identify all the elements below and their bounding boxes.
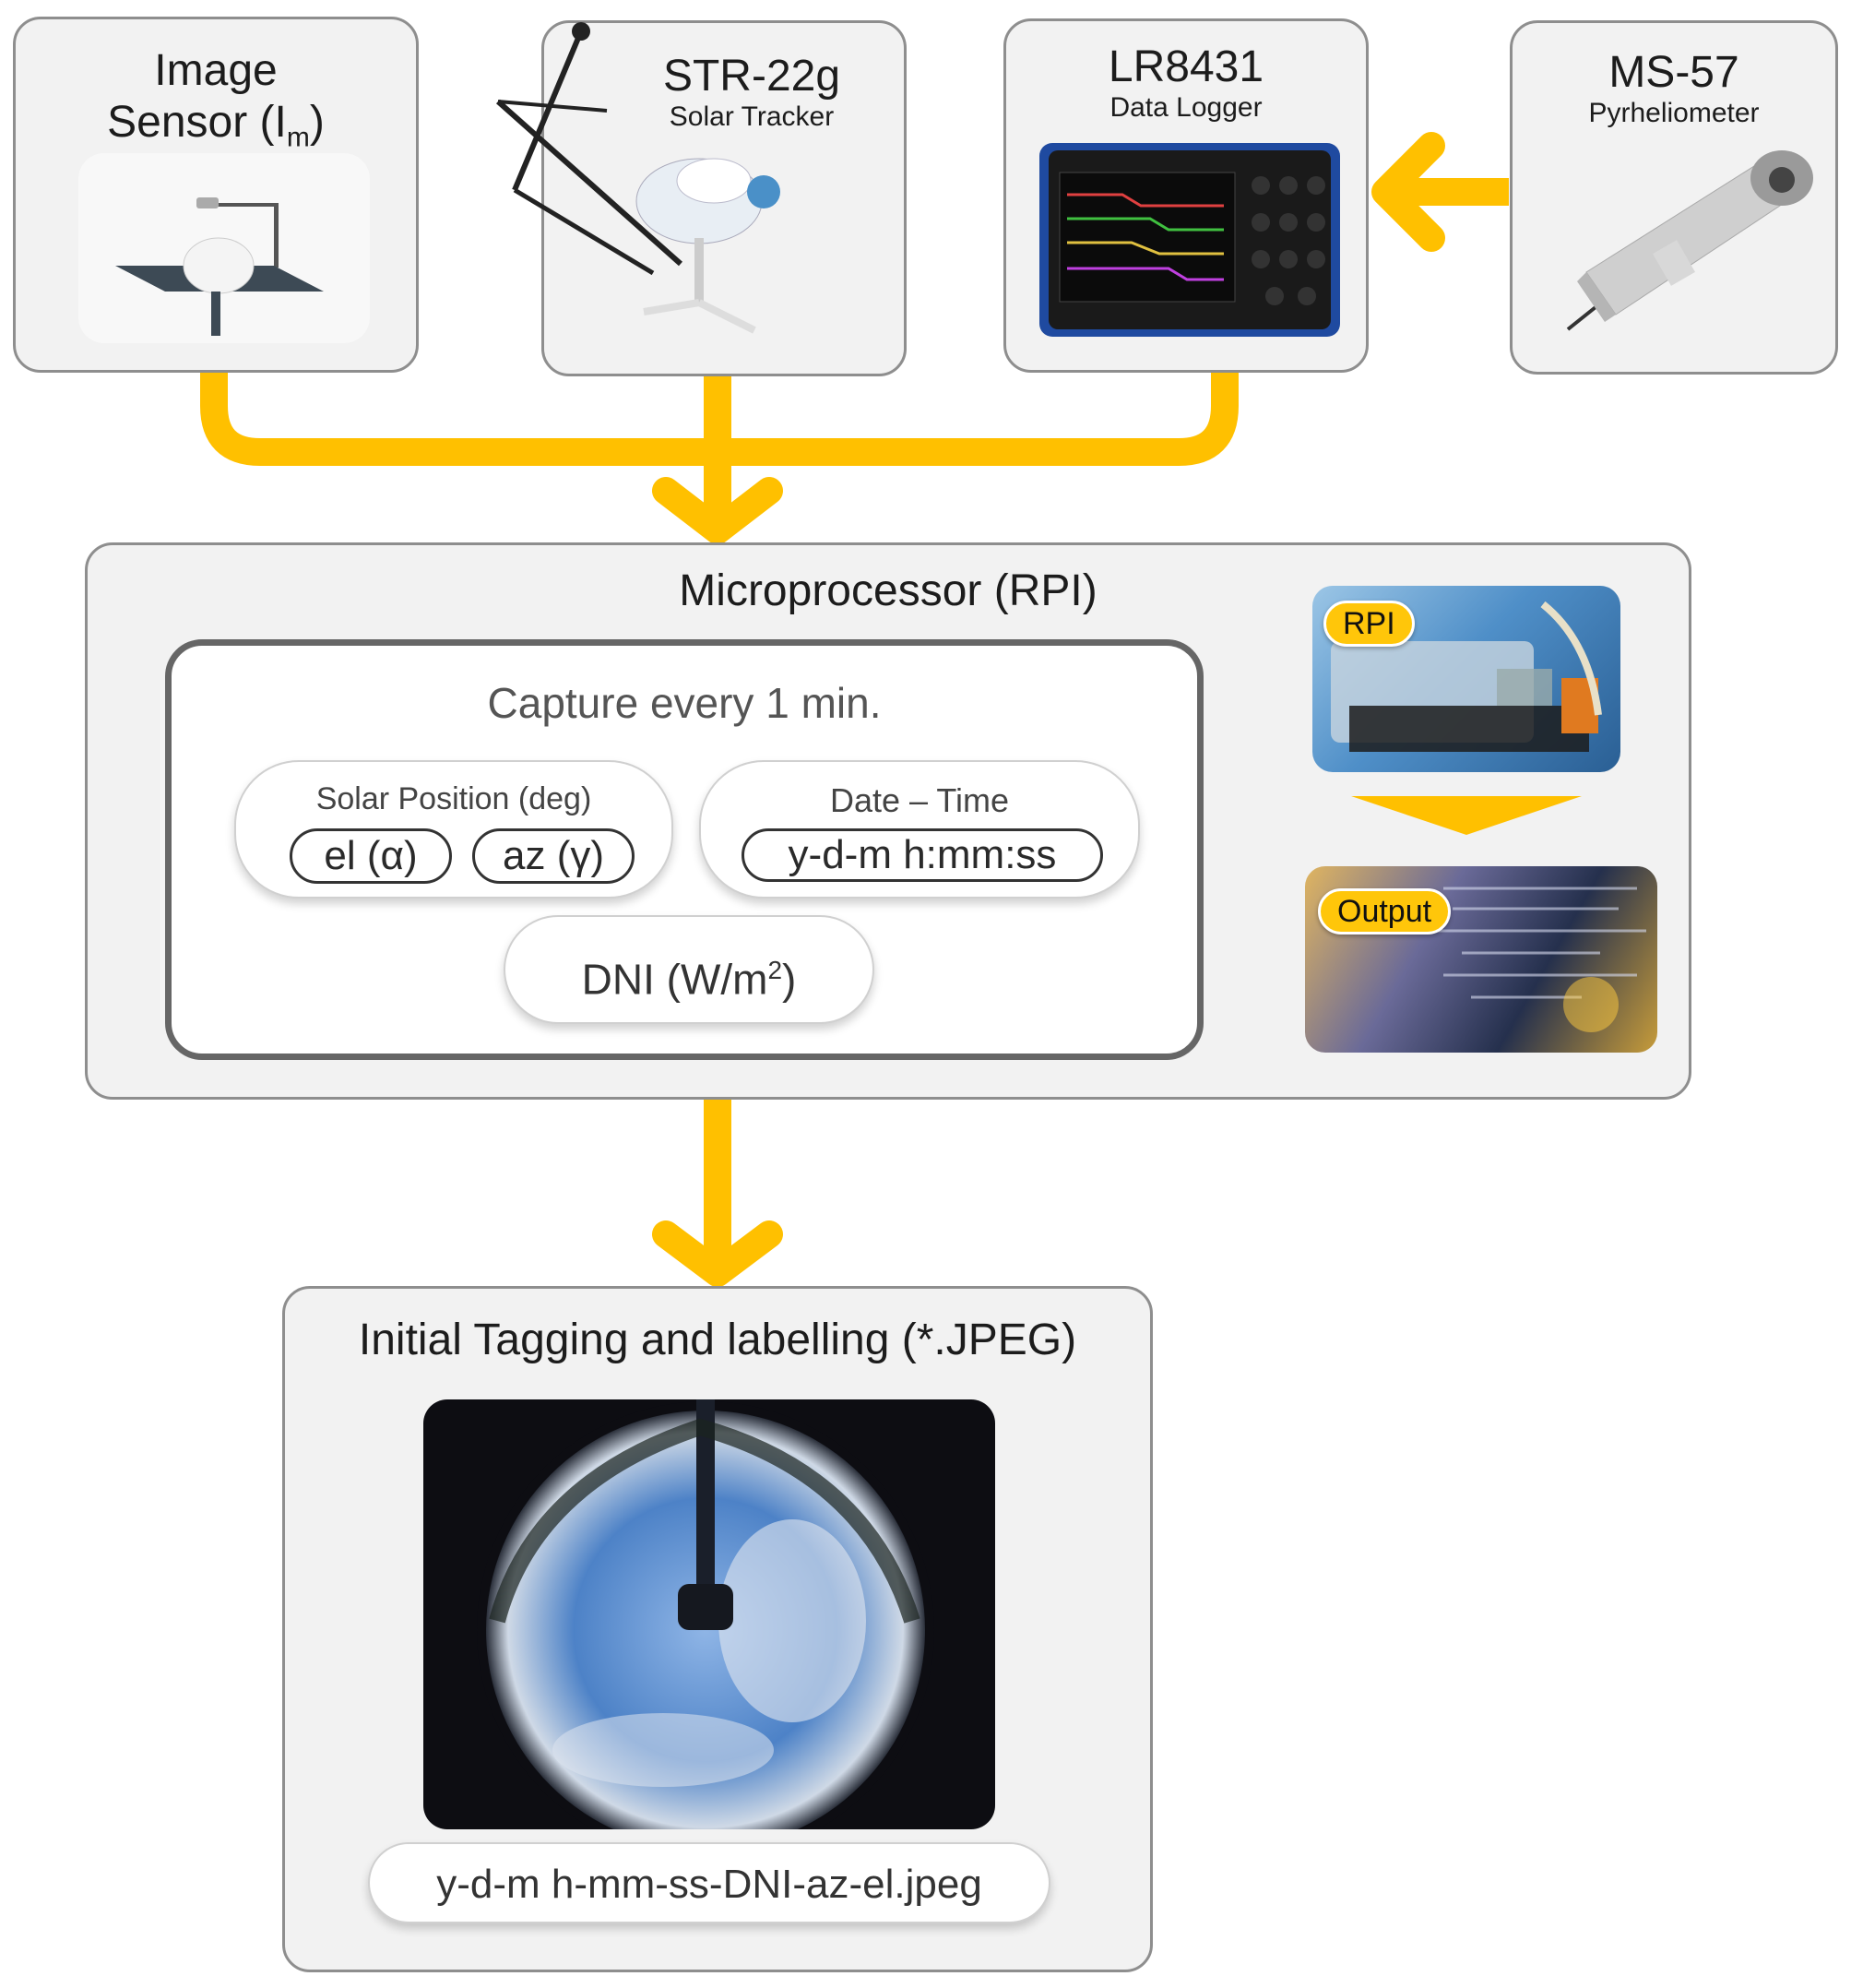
- terminal-output-icon: [1434, 887, 1646, 1032]
- solar-position-pill: Solar Position (deg) el (α) az (γ): [234, 760, 673, 899]
- dni-label-text: DNI (W/m: [581, 955, 768, 1004]
- image-sensor-title-tail: ): [309, 98, 325, 147]
- data-logger-box: LR8431 Data Logger: [1003, 18, 1369, 373]
- solar-tracker-box: STR-22g Solar Tracker: [541, 20, 907, 376]
- date-time-field: y-d-m h:mm:ss: [742, 828, 1103, 882]
- output-badge: Output: [1318, 888, 1452, 934]
- rpi-photo: RPI: [1312, 586, 1620, 772]
- image-sensor-title-line1: Image: [154, 46, 278, 95]
- solar-tracker-icon: [496, 22, 780, 334]
- date-time-pill: Date – Time y-d-m h:mm:ss: [699, 760, 1140, 899]
- elevation-field: el (α): [290, 828, 452, 884]
- data-logger-title: LR8431: [1108, 42, 1264, 91]
- pyrheliometer-subtitle: Pyrheliometer: [1588, 98, 1760, 128]
- sky-camera-image: [78, 153, 370, 343]
- dni-pill: DNI (W/m2): [504, 915, 874, 1024]
- arrowhead-to-logger: [1371, 132, 1445, 252]
- image-sensor-title-line2: Sensor (I: [107, 98, 287, 147]
- output-photo: Output: [1305, 866, 1657, 1053]
- filename-text: y-d-m h-mm-ss-DNI-az-el.jpeg: [436, 1862, 982, 1907]
- rpi-board-icon: [1331, 601, 1602, 752]
- rpi-to-output-arrow: [1351, 796, 1582, 835]
- dni-label: DNI (W/m2): [505, 945, 872, 1005]
- image-sensor-title: Image Sensor (Im): [16, 45, 416, 164]
- fisheye-sky-image: [423, 1399, 995, 1829]
- fisheye-sky-icon: [477, 1399, 934, 1829]
- azimuth-field: az (γ): [472, 828, 635, 884]
- arrowhead-to-microprocessor: [652, 477, 783, 544]
- pyrheliometer-box: MS-57 Pyrheliometer: [1510, 20, 1838, 375]
- microprocessor-box: Microprocessor (RPI) Capture every 1 min…: [85, 542, 1691, 1100]
- tagging-box: Initial Tagging and labelling (*.JPEG) y…: [282, 1286, 1153, 1972]
- arrowhead-to-tagging: [652, 1220, 783, 1287]
- pyrheliometer-icon: [1566, 150, 1813, 331]
- pyrheliometer-title: MS-57: [1608, 48, 1739, 97]
- solar-tracker-title: STR-22g: [662, 52, 841, 101]
- tagging-title: Initial Tagging and labelling (*.JPEG): [358, 1315, 1077, 1364]
- capture-heading: Capture every 1 min.: [487, 679, 882, 727]
- image-sensor-box: Image Sensor (Im): [13, 17, 419, 373]
- solar-position-label: Solar Position (deg): [315, 781, 592, 816]
- dni-label-tail: ): [782, 955, 797, 1004]
- capture-panel: Capture every 1 min. Solar Position (deg…: [165, 639, 1204, 1060]
- data-logger-subtitle: Data Logger: [1109, 92, 1263, 123]
- date-time-label: Date – Time: [829, 781, 1010, 819]
- rpi-badge: RPI: [1323, 601, 1415, 647]
- microprocessor-title: Microprocessor (RPI): [679, 566, 1098, 615]
- data-logger-icon: [1039, 143, 1340, 337]
- filename-pill: y-d-m h-mm-ss-DNI-az-el.jpeg: [368, 1842, 1050, 1923]
- sky-camera-icon: [115, 197, 324, 336]
- image-sensor-subscript: m: [286, 122, 310, 153]
- dni-superscript: 2: [767, 956, 783, 984]
- solar-tracker-subtitle: Solar Tracker: [669, 101, 835, 132]
